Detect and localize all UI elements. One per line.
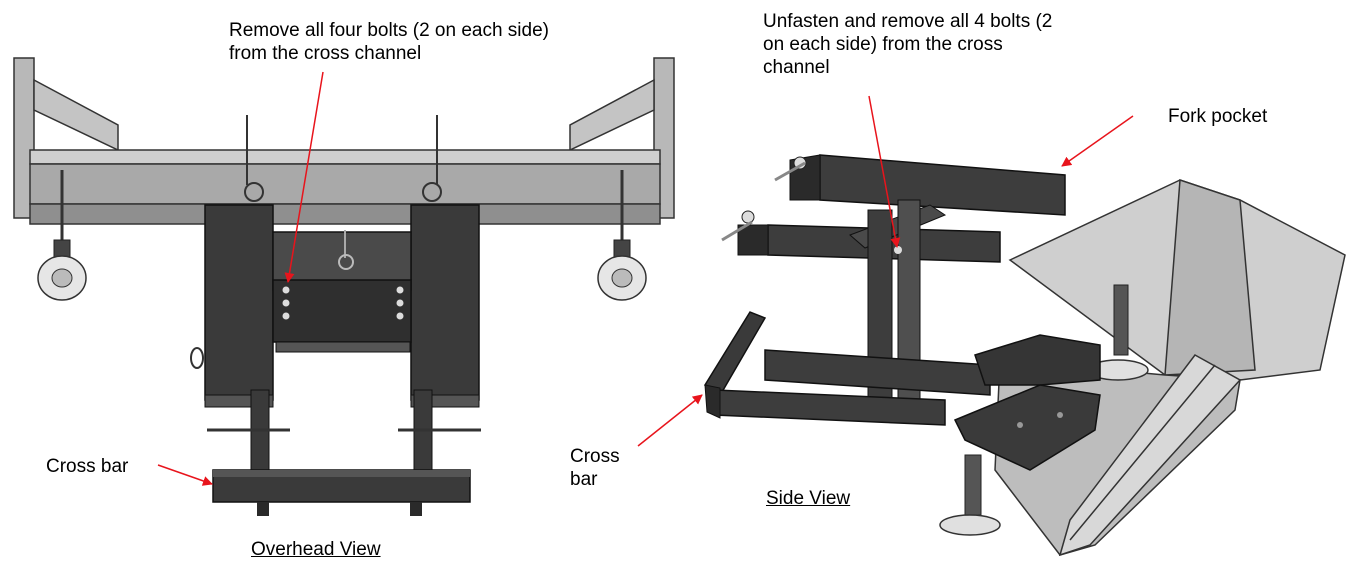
overhead-crossbar-callout: Cross bar	[46, 456, 129, 477]
caster-wheels	[37, 170, 647, 301]
side-crossbar-leader	[637, 394, 703, 447]
cross-channel-beam	[29, 149, 661, 225]
overhead-crossbar-leader	[157, 464, 213, 486]
side-handle	[190, 347, 204, 369]
side-hitch-plate	[953, 334, 1101, 471]
side-bolts-callout: Unfasten and remove all 4 bolts (2 on ea…	[763, 11, 1053, 78]
eye-bolts	[244, 115, 442, 202]
fork-pocket-callout: Fork pocket	[1168, 106, 1268, 127]
center-mounting-plate	[272, 230, 412, 343]
fork-pocket-leader	[1061, 115, 1134, 167]
side-view-drawing	[703, 154, 1346, 557]
side-cross-bar-frame	[703, 311, 991, 426]
side-bolts-leader	[868, 95, 901, 248]
overhead-view-drawing	[13, 57, 675, 516]
overhead-bolts-callout: Remove all four bolts (2 on each side) f…	[229, 20, 549, 64]
fork-pockets	[204, 204, 480, 408]
overhead-bolts-leader	[284, 71, 324, 283]
side-cross-channel	[849, 199, 947, 401]
side-casters	[939, 284, 1149, 536]
overhead-cross-bar	[212, 469, 471, 516]
side-crossbar-callout: Cross bar	[570, 446, 620, 490]
side-fork-pockets	[721, 154, 1066, 263]
overhead-view-caption: Overhead View	[251, 539, 381, 560]
side-view-caption: Side View	[766, 488, 851, 509]
